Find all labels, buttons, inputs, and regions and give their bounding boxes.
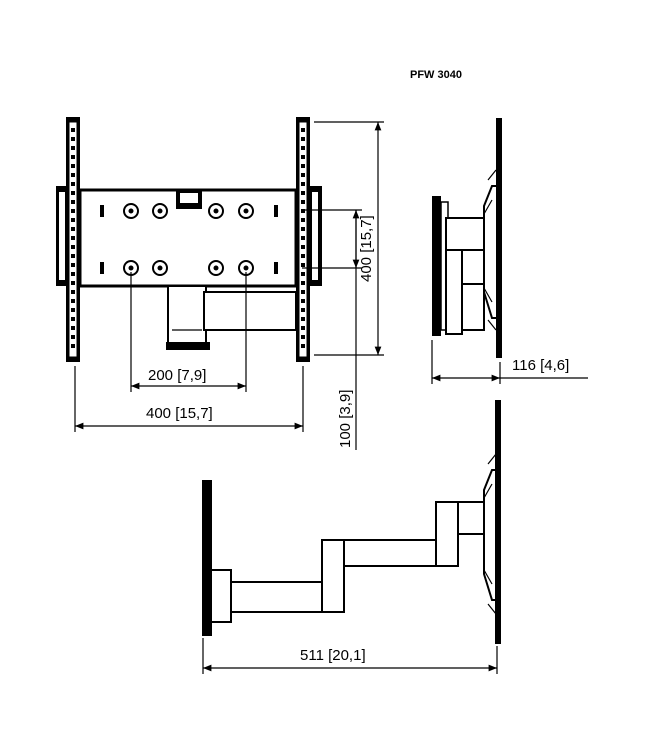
rail-notch [71, 146, 75, 150]
rail-notch [301, 299, 305, 303]
rail-notch [71, 155, 75, 159]
rail-notch [301, 137, 305, 141]
rail-notch [71, 209, 75, 213]
rail-notch [301, 200, 305, 204]
rail-notch [71, 218, 75, 222]
rail-notch [301, 227, 305, 231]
rail-notch [301, 245, 305, 249]
mounting-hole-center [128, 265, 134, 271]
rail-notch [301, 173, 305, 177]
rail-notch [71, 128, 75, 132]
right-rail [296, 117, 322, 362]
rail-notch [71, 137, 75, 141]
mounting-hole-center [128, 208, 134, 214]
rail-notch [71, 344, 75, 348]
rail-notch [71, 173, 75, 177]
mounting-holes [100, 203, 278, 276]
rail-notch [301, 155, 305, 159]
rail-notch [71, 299, 75, 303]
rail-notch [71, 308, 75, 312]
side-view-extended: 511 [20,1] [202, 400, 501, 674]
mounting-hole-center [157, 265, 163, 271]
rail-notch [71, 290, 75, 294]
dim-vertical-offset: 100 [3,9] [302, 209, 362, 450]
left-rail [56, 117, 80, 362]
rail-notch [301, 218, 305, 222]
rail-notch [301, 146, 305, 150]
rail-notch [301, 344, 305, 348]
mounting-slot [274, 262, 278, 274]
mounting-slot [100, 262, 104, 274]
dim-rail-spacing: 400 [15,7] [74, 366, 304, 432]
rail-notch [301, 209, 305, 213]
side-view-retracted: 116 [4,6] [431, 118, 588, 384]
rail-notch [71, 263, 75, 267]
rail-notch [301, 254, 305, 258]
rail-notch [301, 326, 305, 330]
label-depth-retracted: 116 [4,6] [512, 357, 569, 374]
label-vertical-height: 400 [15,7] [358, 215, 375, 282]
rail-notch [301, 263, 305, 267]
rail-notch [301, 191, 305, 195]
rail-notch [71, 335, 75, 339]
label-depth-extended: 511 [20,1] [300, 647, 366, 664]
rail-notch [301, 164, 305, 168]
rail-notch [301, 335, 305, 339]
front-view: 200 [7,9] 400 [15,7] 400 [15,7] 100 [3,9… [56, 117, 384, 450]
rail-notch [301, 236, 305, 240]
mounting-hole-center [243, 265, 249, 271]
rail-notch [301, 281, 305, 285]
rail-notch [71, 272, 75, 276]
rail-notch [301, 182, 305, 186]
mounting-slot [274, 205, 278, 217]
rail-notch [301, 317, 305, 321]
rail-notch [301, 290, 305, 294]
lower-arm [166, 285, 297, 350]
mounting-hole-center [213, 265, 219, 271]
dim-hole-spacing-small: 200 [7,9] [130, 272, 247, 392]
rail-notch [71, 227, 75, 231]
label-hole-spacing-small: 200 [7,9] [148, 367, 206, 384]
rail-notch [71, 281, 75, 285]
rail-notch [71, 164, 75, 168]
rail-notch [301, 128, 305, 132]
mounting-hole-center [157, 208, 163, 214]
rail-notch [71, 254, 75, 258]
rail-notch [71, 236, 75, 240]
rail-notch [71, 317, 75, 321]
mounting-slot [100, 205, 104, 217]
mounting-hole-center [213, 208, 219, 214]
label-rail-spacing: 400 [15,7] [146, 405, 213, 422]
rail-notch [71, 191, 75, 195]
rail-notch [301, 272, 305, 276]
rail-notch [71, 245, 75, 249]
rail-notch [71, 182, 75, 186]
rail-notch [301, 308, 305, 312]
model-title: PFW 3040 [410, 69, 462, 81]
rail-notch [71, 200, 75, 204]
rail-notch [71, 326, 75, 330]
label-vertical-offset: 100 [3,9] [337, 390, 354, 448]
mounting-hole-center [243, 208, 249, 214]
dim-vertical-height: 400 [15,7] [314, 121, 384, 356]
